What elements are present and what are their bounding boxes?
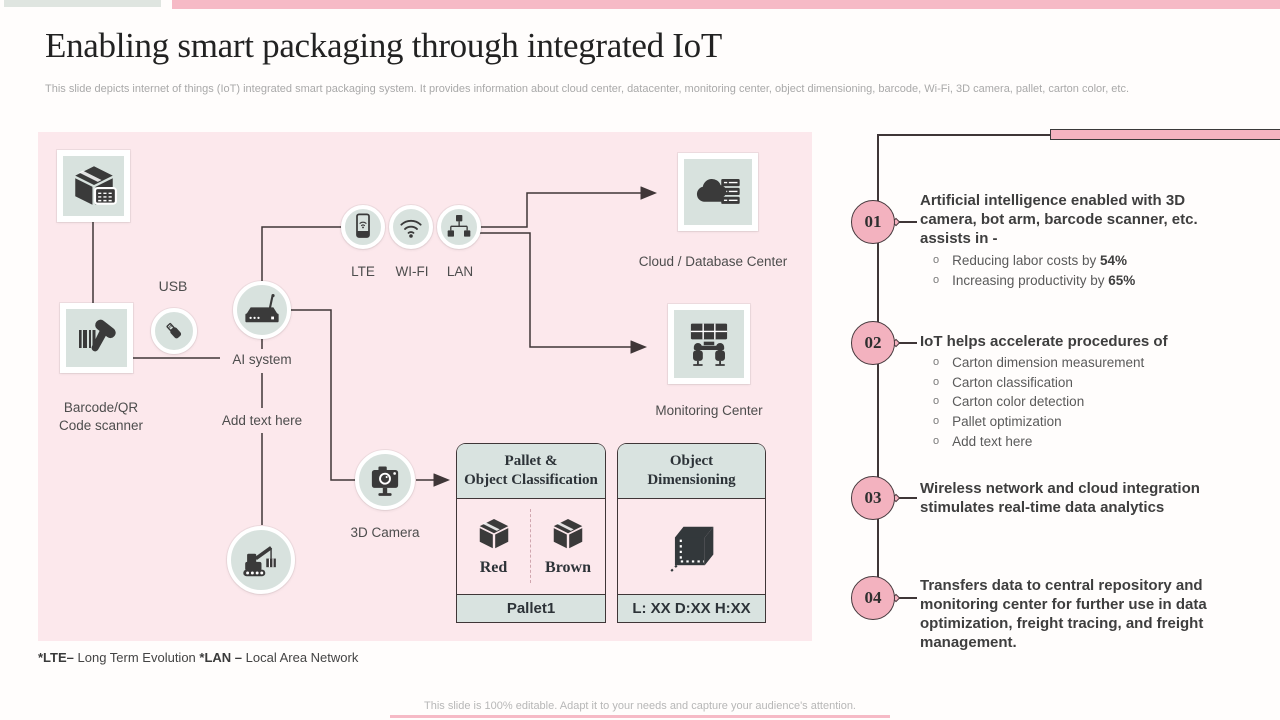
top-bar-pink-segment <box>172 0 1280 9</box>
package-tile <box>57 150 130 222</box>
crane-icon <box>227 526 295 594</box>
step-bullets-01: Reducing labor costs by 54% Increasing p… <box>933 253 1243 292</box>
lte-label: LTE <box>351 264 375 279</box>
connector-stub-03 <box>899 497 917 499</box>
cloud-database-tile <box>678 153 758 231</box>
bottom-pink-line <box>390 715 890 718</box>
lte-phone-icon <box>341 205 385 249</box>
step-number-03: 03 <box>851 476 895 520</box>
cloud-server-icon <box>684 159 752 225</box>
right-panel-top-connector <box>877 134 1051 136</box>
abbreviation-footnote: *LTE– Long Term Evolution *LAN – Local A… <box>38 650 359 665</box>
editable-note: This slide is 100% editable. Adapt it to… <box>424 700 856 712</box>
wifi-icon <box>389 205 433 249</box>
usb-icon <box>151 308 197 354</box>
page-subtitle: This slide depicts internet of things (I… <box>45 83 1130 95</box>
iot-diagram-panel: Barcode/QR Code scanner USB AI system Ad… <box>38 132 812 641</box>
bullet-item: Carton dimension measurement <box>933 355 1243 372</box>
brown-package-icon <box>549 515 587 553</box>
ai-system-label: AI system <box>232 352 292 367</box>
classification-table-footer: Pallet1 <box>457 594 605 622</box>
red-package-icon <box>475 515 513 553</box>
brown-label: Brown <box>545 559 591 577</box>
package-icon <box>63 156 124 216</box>
ai-system-icon <box>233 281 291 339</box>
monitoring-center-label: Monitoring Center <box>655 403 763 418</box>
brown-carton-cell: Brown <box>531 509 605 583</box>
dimensioning-table: Object Dimensioning L: XX D:XX H:XX <box>617 443 766 623</box>
step-heading-04: Transfers data to central repository and… <box>920 577 1207 651</box>
step-number-01: 01 <box>851 200 895 244</box>
bullet-item: Carton classification <box>933 375 1243 392</box>
diagram-connectors <box>92 186 657 525</box>
connector-stub-04 <box>899 597 917 599</box>
dimensioning-table-footer: L: XX D:XX H:XX <box>618 594 765 622</box>
bullet-item: Reducing labor costs by 54% <box>933 253 1243 270</box>
barcode-scanner-label: Barcode/QR Code scanner <box>58 400 144 433</box>
step-number-04: 04 <box>851 576 895 620</box>
classification-table-header: Pallet & Object Classification <box>457 444 605 499</box>
step-bullets-02: Carton dimension measurement Carton clas… <box>933 355 1243 454</box>
usb-label: USB <box>158 278 188 294</box>
lan-label: LAN <box>446 264 474 279</box>
dimensioning-table-header: Object Dimensioning <box>618 444 765 499</box>
bullet-item: Carton color detection <box>933 394 1243 411</box>
bullet-item[interactable]: Add text here <box>933 434 1243 451</box>
page-title: Enabling smart packaging through integra… <box>45 26 722 65</box>
bullet-item: Increasing productivity by 65% <box>933 273 1243 290</box>
red-label: Red <box>479 559 508 577</box>
cloud-database-label: Cloud / Database Center <box>638 254 788 269</box>
add-text-here-label[interactable]: Add text here <box>221 413 303 428</box>
monitoring-icon <box>674 310 744 378</box>
right-panel-vertical-line <box>877 134 879 598</box>
dimensioning-table-body <box>618 499 765 595</box>
barcode-scanner-icon <box>66 309 127 367</box>
connector-stub-02 <box>899 342 917 344</box>
camera-3d-icon <box>355 450 415 510</box>
camera-3d-label: 3D Camera <box>350 525 420 540</box>
lan-icon <box>437 205 481 249</box>
cube-dimension-icon <box>660 514 724 578</box>
right-panel-pink-bar <box>1050 129 1280 140</box>
step-heading-03: Wireless network and cloud integration s… <box>920 480 1200 516</box>
connector-stub-01 <box>899 221 917 223</box>
red-carton-cell: Red <box>457 509 531 584</box>
step-heading-01: Artificial intelligence enabled with 3D … <box>920 192 1198 247</box>
classification-table: Pallet & Object Classification Red Brown… <box>456 443 606 623</box>
bullet-item: Pallet optimization <box>933 414 1243 431</box>
monitoring-center-tile <box>668 304 750 384</box>
wifi-label: WI-FI <box>395 264 429 279</box>
classification-table-body: Red Brown <box>457 499 605 595</box>
top-bar-grey-segment <box>4 0 161 7</box>
step-number-02: 02 <box>851 321 895 365</box>
step-heading-02: IoT helps accelerate procedures of <box>920 333 1168 350</box>
barcode-scanner-tile <box>60 303 133 373</box>
